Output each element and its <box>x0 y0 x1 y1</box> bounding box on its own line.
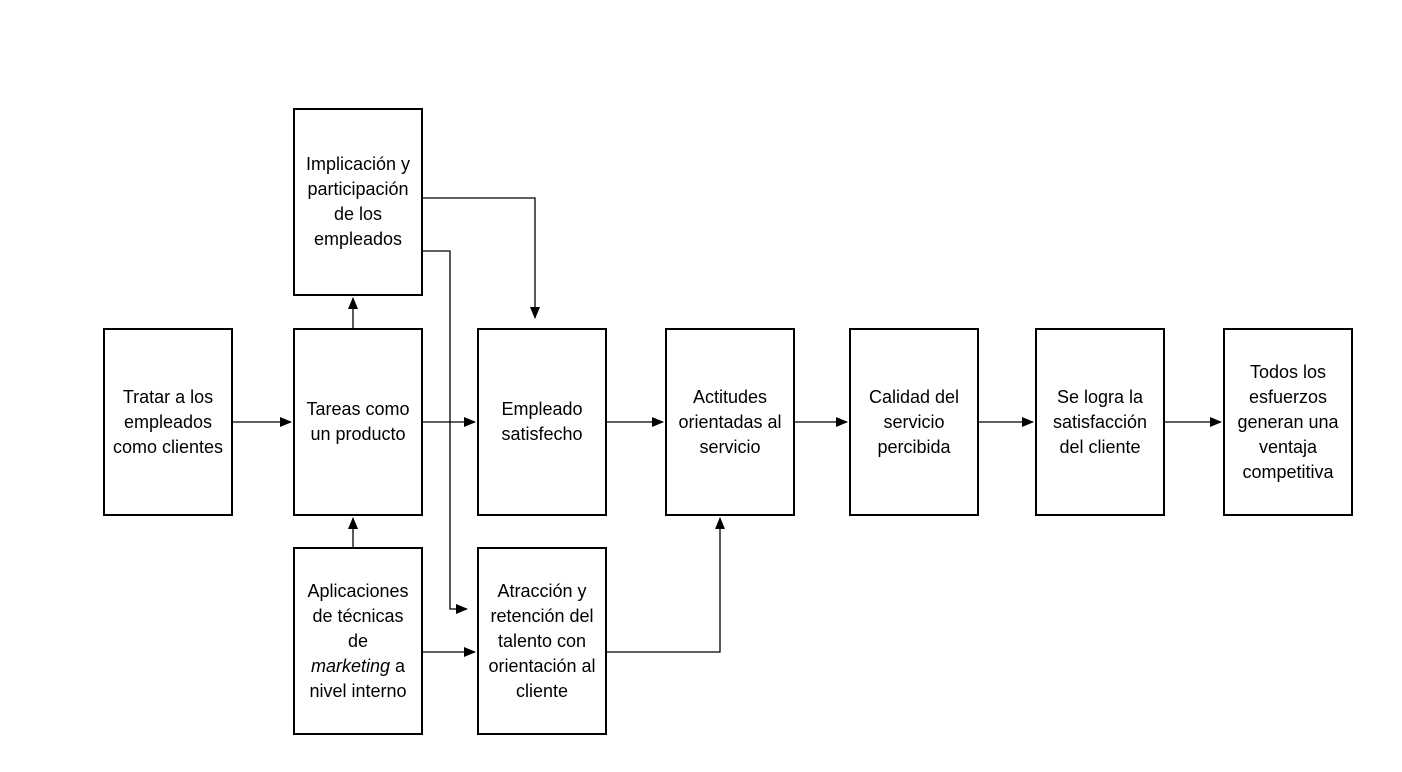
node-calidad-servicio: Calidad del servicio percibida <box>849 328 979 516</box>
node-empleado-satisfecho: Empleado satisfecho <box>477 328 607 516</box>
node-label-part: a nivel interno <box>309 655 407 701</box>
node-aplicaciones-marketing: Aplicaciones de técnicas de marketing a … <box>293 547 423 735</box>
node-label: Tratar a los empleados como clientes <box>112 386 224 457</box>
node-tratar-empleados: Tratar a los empleados como clientes <box>103 328 233 516</box>
node-label: Todos los esfuerzos generan una ventaja … <box>1237 361 1339 482</box>
node-label: Implicación y participación de los emple… <box>305 154 411 249</box>
node-tareas-producto: Tareas como un producto <box>293 328 423 516</box>
node-actitudes-servicio: Actitudes orientadas al servicio <box>665 328 795 516</box>
node-label: Actitudes orientadas al servicio <box>678 386 782 457</box>
arrow-implicacion-to-empleado <box>423 197 540 319</box>
node-satisfaccion-cliente: Se logra la satisfacción del cliente <box>1035 328 1165 516</box>
node-label: Se logra la satisfacción del cliente <box>1052 386 1148 457</box>
node-ventaja-competitiva: Todos los esfuerzos generan una ventaja … <box>1223 328 1353 516</box>
node-label-italic: marketing <box>310 655 390 676</box>
node-label: Empleado satisfecho <box>501 399 583 444</box>
node-label: Aplicaciones de técnicas de marketing a … <box>301 579 415 704</box>
node-label: Calidad del servicio percibida <box>868 386 960 457</box>
node-label: Atracción y retención del talento con or… <box>488 580 596 701</box>
node-label: Tareas como un producto <box>306 399 410 444</box>
node-label-part: Aplicaciones de técnicas de <box>307 580 409 651</box>
node-implicacion-participacion: Implicación y participación de los emple… <box>293 108 423 296</box>
arrow-implicacion-to-atraccion <box>423 250 468 614</box>
node-atraccion-retencion: Atracción y retención del talento con or… <box>477 547 607 735</box>
arrow-atraccion-to-actitudes <box>607 517 725 653</box>
